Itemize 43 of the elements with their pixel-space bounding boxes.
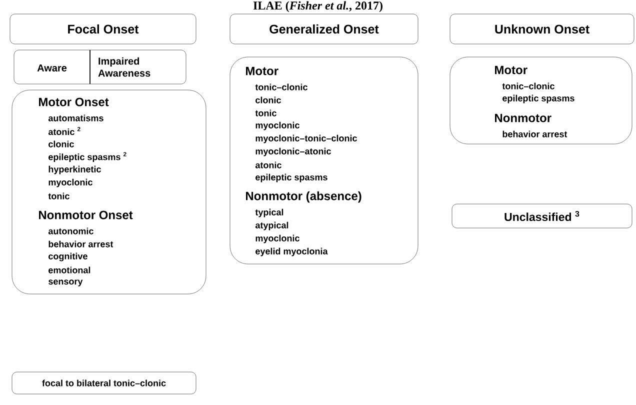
list-item: clonic xyxy=(48,140,74,148)
list-item: myoclonic–atonic xyxy=(256,148,331,156)
list-item: behavior arrest xyxy=(502,130,568,138)
header-box: Focal Onset xyxy=(10,14,196,44)
title: ILAE (Fisher et al., 2017) xyxy=(253,1,382,12)
list-item: emotional xyxy=(48,266,90,274)
list-item: autonomic xyxy=(48,228,94,234)
category-box: Unclassified $^{3}$ xyxy=(452,204,632,228)
list-item: myoclonic–tonic–clonic xyxy=(256,134,357,144)
header-box: Unknown Onset xyxy=(450,14,634,44)
list-item: hyperkinetic xyxy=(48,166,101,174)
list-item: tonic xyxy=(48,192,70,200)
list-heading: Nonmotor xyxy=(495,114,552,122)
split-box: Aware Impaired Awareness xyxy=(14,50,186,84)
list-heading: Nonmotor (absence) xyxy=(246,191,362,203)
list-item: sensory xyxy=(48,280,83,286)
list-heading: Motor xyxy=(246,66,278,76)
list-panel xyxy=(230,56,418,264)
list-item: behavior arrest xyxy=(48,240,114,248)
list-heading: Motor Onset xyxy=(39,98,109,106)
list-item: myoclonic xyxy=(48,178,92,188)
list-item: tonic–clonic xyxy=(502,82,554,90)
list-item: epileptic spasms xyxy=(502,94,574,104)
list-item: atonic $^{2}$ xyxy=(48,126,80,136)
list-item: typical xyxy=(255,208,284,218)
list-item: automatisms xyxy=(48,114,104,122)
list-item: myoclonic xyxy=(256,234,300,244)
list-heading: Nonmotor Onset xyxy=(39,210,133,220)
list-item: atypical xyxy=(255,222,288,230)
list-item: eyelid myoclonia xyxy=(256,248,328,256)
list-item: clonic xyxy=(256,96,281,104)
list-item: cognitive xyxy=(48,252,88,262)
list-panel xyxy=(12,90,206,294)
list-item: epileptic spasms xyxy=(256,174,328,182)
list-item: atonic xyxy=(255,162,282,168)
list-panel xyxy=(450,56,632,144)
category-box: focal to bilateral tonic–clonic xyxy=(12,372,196,394)
list-item: epileptic spasms $^{2}$ xyxy=(48,152,126,162)
list-heading: Motor xyxy=(495,66,528,74)
list-item: tonic xyxy=(255,110,276,116)
list-item: tonic–clonic xyxy=(255,84,308,90)
list-item: myoclonic xyxy=(256,122,300,130)
header-box: Generalized Onset xyxy=(230,14,418,44)
